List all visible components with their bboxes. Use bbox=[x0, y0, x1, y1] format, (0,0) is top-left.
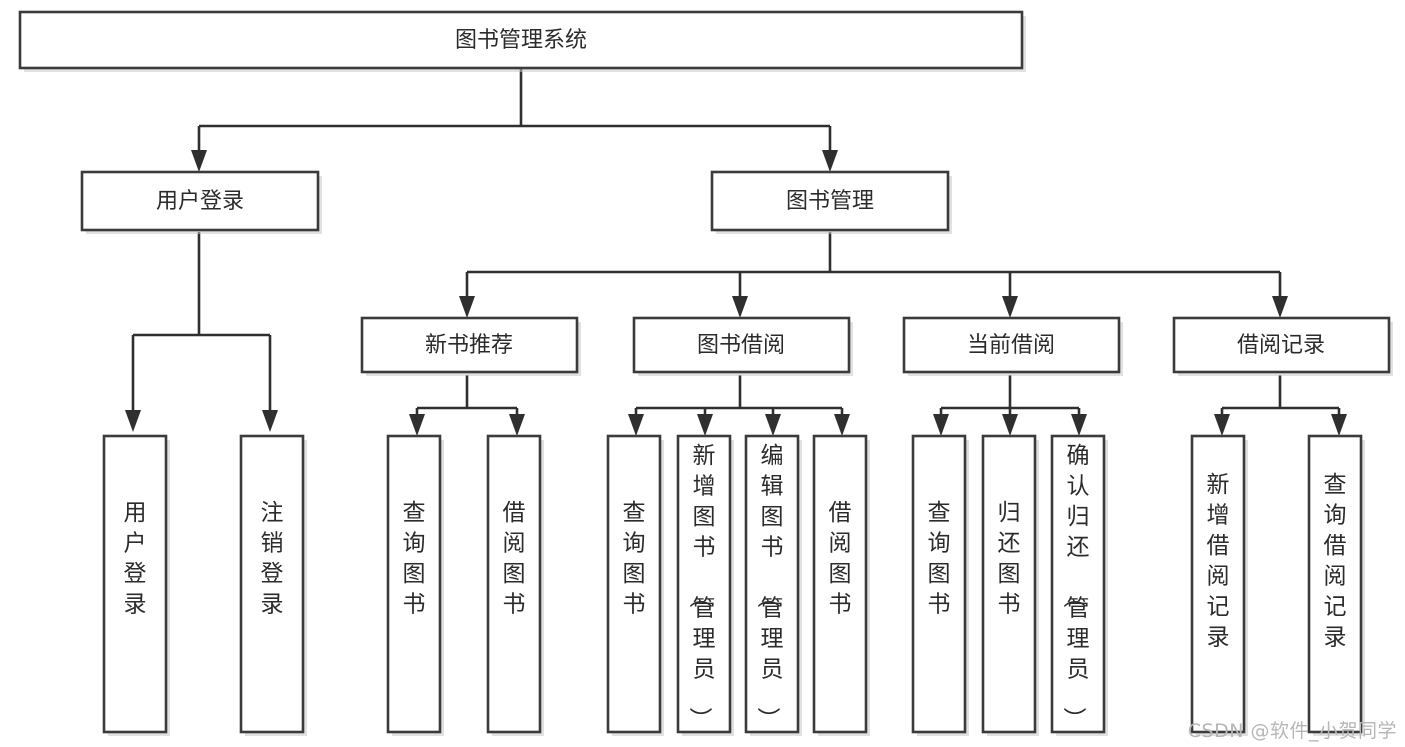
node-leaf-logout-login[interactable]: 注销登录 bbox=[239, 434, 307, 736]
node-leaf-return-book-label: 归还图书 bbox=[998, 500, 1021, 618]
arrow-icon-to-leaf-query-book-1 bbox=[409, 414, 425, 436]
node-leaf-return-book-box[interactable] bbox=[981, 434, 1037, 734]
arrow-icon-to-leaf-query-book-3 bbox=[933, 414, 949, 436]
node-leaf-query-book-1-box[interactable] bbox=[386, 434, 442, 734]
arrow-icon-to-leaf-add-record bbox=[1214, 414, 1230, 436]
arrow-icon-to-book-management bbox=[822, 150, 838, 172]
node-leaf-query-book-2-label: 查询图书 bbox=[623, 500, 646, 618]
node-leaf-query-book-3-label: 查询图书 bbox=[928, 500, 951, 618]
arrow-icon-to-leaf-logout-login bbox=[262, 410, 278, 432]
arrow-icon-to-leaf-add-book bbox=[697, 414, 713, 436]
arrow-icon-to-leaf-return-book bbox=[1002, 414, 1018, 436]
node-leaf-add-record-box[interactable] bbox=[1190, 434, 1246, 734]
node-borrow-record-box[interactable] bbox=[1172, 316, 1391, 374]
node-current-borrow-box[interactable] bbox=[902, 316, 1121, 374]
node-leaf-query-book-1-label: 查询图书 bbox=[403, 500, 426, 618]
node-leaf-borrow-book-1[interactable]: 借阅图书 bbox=[486, 434, 544, 736]
arrow-icon-to-leaf-borrow-book-1 bbox=[509, 414, 525, 436]
node-leaf-edit-book-box[interactable] bbox=[744, 434, 800, 734]
node-current-borrow-label: 当前借阅 bbox=[967, 333, 1055, 358]
node-leaf-user-login[interactable]: 用户登录 bbox=[102, 434, 170, 736]
node-root-label: 图书管理系统 bbox=[455, 28, 587, 53]
node-new-book-recommend-label: 新书推荐 bbox=[425, 333, 513, 358]
node-leaf-borrow-book-1-label: 借阅图书 bbox=[503, 500, 526, 618]
arrow-icon-to-book-borrow bbox=[732, 296, 748, 318]
arrow-icon-to-new-book-recommend bbox=[459, 296, 475, 318]
node-current-borrow[interactable]: 当前借阅 bbox=[902, 316, 1123, 376]
arrow-icon-to-leaf-edit-book bbox=[765, 414, 781, 436]
arrow-icon-to-user-login bbox=[191, 150, 207, 172]
arrow-icon-to-leaf-query-record bbox=[1331, 414, 1347, 436]
node-leaf-confirm-return[interactable]: 确认归还（管理员） bbox=[1050, 434, 1108, 736]
node-book-borrow[interactable]: 图书借阅 bbox=[632, 316, 853, 376]
node-leaf-user-login-label: 用户登录 bbox=[124, 500, 147, 618]
node-leaf-edit-book[interactable]: 编辑图书（管理员） bbox=[744, 434, 802, 736]
node-root[interactable]: 图书管理系统 bbox=[18, 10, 1026, 72]
node-leaf-query-record-label: 查询借阅记录 bbox=[1324, 472, 1347, 651]
connector-layer bbox=[131, 68, 1341, 414]
arrow-icon-to-current-borrow bbox=[1002, 296, 1018, 318]
node-user-login[interactable]: 用户登录 bbox=[80, 170, 322, 234]
node-new-book-recommend[interactable]: 新书推荐 bbox=[360, 316, 581, 376]
node-leaf-confirm-return-label: 确认归还（管理员） bbox=[1061, 443, 1090, 730]
node-leaf-add-book[interactable]: 新增图书（管理员） bbox=[676, 434, 734, 736]
node-leaf-confirm-return-box[interactable] bbox=[1050, 434, 1106, 734]
node-leaf-add-book-label: 新增图书（管理员） bbox=[687, 443, 716, 730]
node-new-book-recommend-box[interactable] bbox=[360, 316, 579, 374]
node-leaf-borrow-book-2-box[interactable] bbox=[812, 434, 868, 734]
arrow-icon-to-leaf-borrow-book-2 bbox=[834, 414, 850, 436]
node-leaf-query-record[interactable]: 查询借阅记录 bbox=[1307, 434, 1365, 736]
node-leaf-add-record-label: 新增借阅记录 bbox=[1207, 472, 1230, 651]
node-leaf-borrow-book-1-box[interactable] bbox=[486, 434, 542, 734]
node-leaf-query-book-3-box[interactable] bbox=[911, 434, 967, 734]
arrow-icon-to-leaf-user-login bbox=[125, 410, 141, 432]
node-leaf-logout-login-box[interactable] bbox=[239, 434, 305, 734]
node-borrow-record-label: 借阅记录 bbox=[1237, 333, 1325, 358]
node-leaf-query-record-box[interactable] bbox=[1307, 434, 1363, 734]
node-leaf-query-book-1[interactable]: 查询图书 bbox=[386, 434, 444, 736]
node-leaf-borrow-book-2-label: 借阅图书 bbox=[829, 500, 852, 618]
node-borrow-record[interactable]: 借阅记录 bbox=[1172, 316, 1393, 376]
node-user-login-box[interactable] bbox=[80, 170, 320, 232]
arrow-icon-to-borrow-record bbox=[1272, 296, 1288, 318]
arrow-icon-to-leaf-query-book-2 bbox=[628, 414, 644, 436]
node-user-login-label: 用户登录 bbox=[156, 189, 244, 214]
node-leaf-add-book-box[interactable] bbox=[676, 434, 732, 734]
node-leaf-edit-book-label: 编辑图书（管理员） bbox=[755, 443, 784, 730]
node-book-management-box[interactable] bbox=[710, 170, 950, 232]
node-book-management-label: 图书管理 bbox=[786, 189, 874, 214]
node-leaf-logout-login-label: 注销登录 bbox=[261, 500, 284, 618]
node-book-borrow-box[interactable] bbox=[632, 316, 851, 374]
node-leaf-user-login-box[interactable] bbox=[102, 434, 168, 734]
node-leaf-return-book[interactable]: 归还图书 bbox=[981, 434, 1039, 736]
arrow-icon-to-leaf-confirm-return bbox=[1071, 414, 1087, 436]
node-book-borrow-label: 图书借阅 bbox=[697, 333, 785, 358]
node-leaf-query-book-2-box[interactable] bbox=[606, 434, 662, 734]
node-book-management[interactable]: 图书管理 bbox=[710, 170, 952, 234]
node-leaf-borrow-book-2[interactable]: 借阅图书 bbox=[812, 434, 870, 736]
node-leaf-add-record[interactable]: 新增借阅记录 bbox=[1190, 434, 1248, 736]
node-leaf-query-book-3[interactable]: 查询图书 bbox=[911, 434, 969, 736]
node-leaf-query-book-2[interactable]: 查询图书 bbox=[606, 434, 664, 736]
node-root-box[interactable] bbox=[18, 10, 1024, 70]
